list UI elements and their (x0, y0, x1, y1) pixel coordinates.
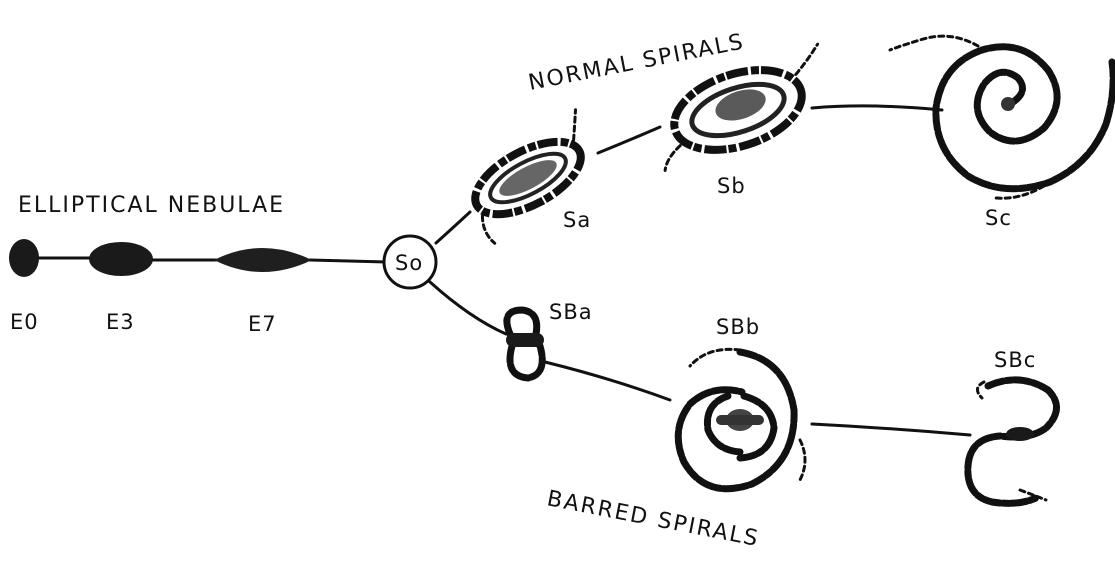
label-s0: So (395, 251, 423, 275)
title-barred-spirals: BARRED SPIRALS (545, 486, 762, 552)
connector-lines (26, 106, 970, 435)
line-s0-sa (436, 212, 470, 243)
galaxy-e3 (89, 242, 153, 276)
title-elliptical-nebulae: ELLIPTICAL NEBULAE (18, 193, 285, 218)
line-sa-sb (598, 127, 660, 153)
label-e3: E3 (106, 310, 135, 334)
line-e7-s0 (310, 260, 386, 262)
label-sb: Sb (717, 174, 746, 198)
label-sc: Sc (985, 206, 1012, 230)
line-sba-sbb (545, 362, 670, 400)
line-sb-sc (812, 106, 942, 110)
galaxy-sba (506, 310, 544, 378)
label-sba: SBa (549, 300, 593, 324)
title-normal-spirals: NORMAL SPIRALS (526, 29, 746, 95)
label-sbc: SBc (994, 348, 1036, 372)
label-e0: E0 (10, 310, 39, 334)
label-e7: E7 (248, 312, 277, 336)
label-sa: Sa (563, 208, 591, 232)
galaxy-sbc (968, 380, 1057, 503)
line-s0-sba (430, 282, 506, 334)
galaxy-e0 (9, 239, 39, 277)
galaxy-sc (890, 36, 1113, 198)
galaxy-sbb (678, 349, 805, 488)
galaxy-e7 (214, 248, 312, 272)
label-sbb: SBb (716, 315, 760, 339)
line-sbb-sbc (812, 424, 970, 435)
